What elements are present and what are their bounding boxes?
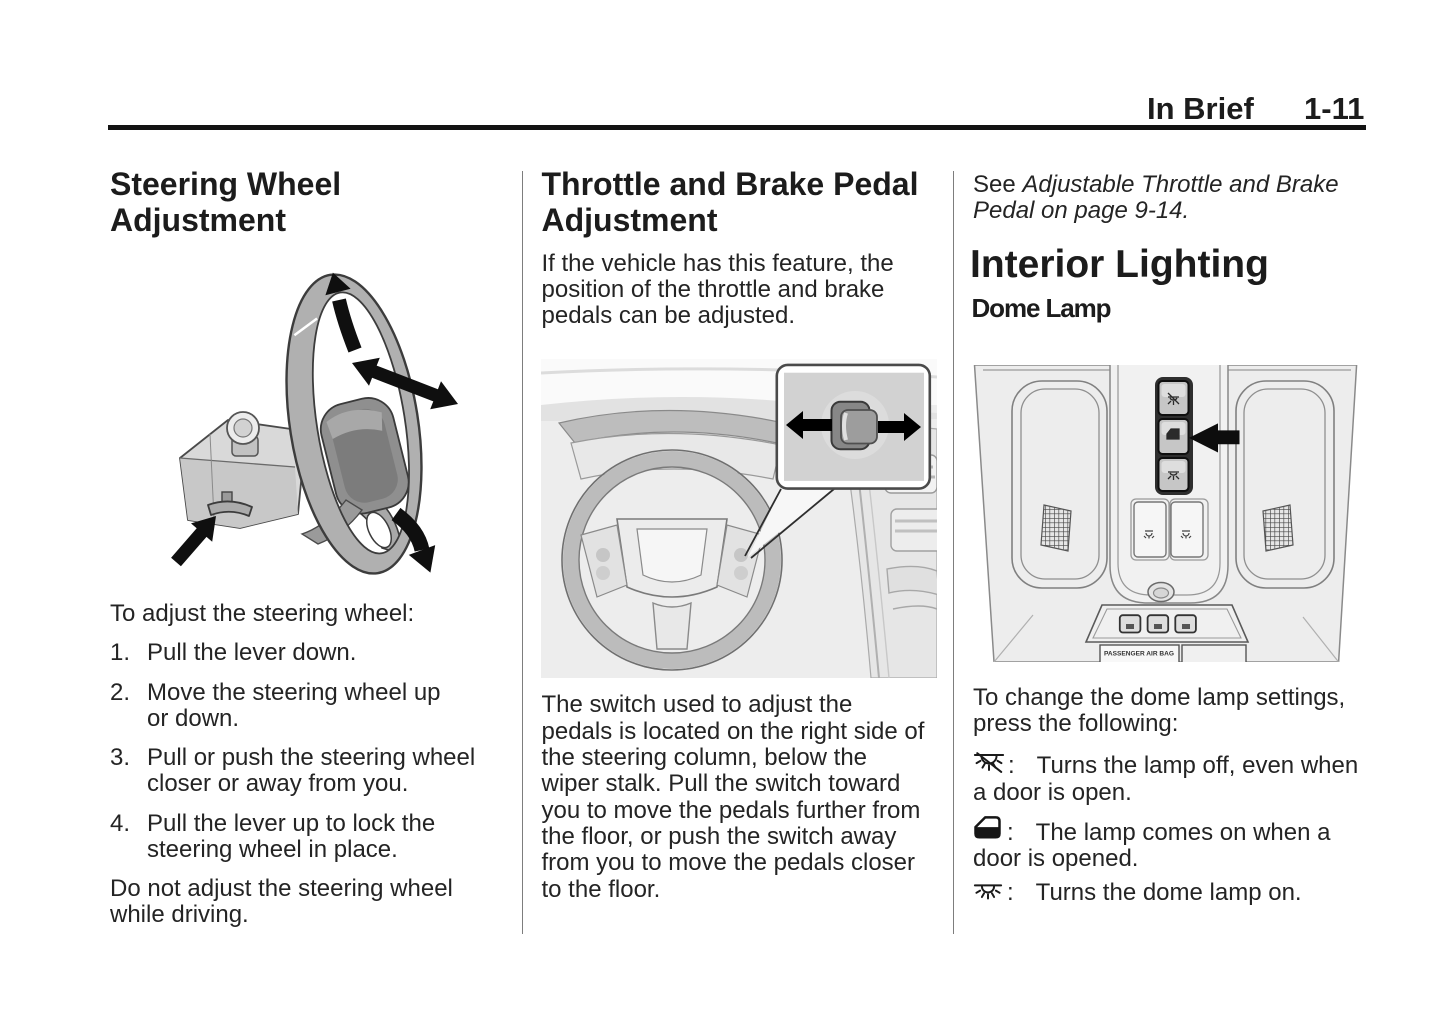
svg-text:PASSENGER AIR BAG: PASSENGER AIR BAG <box>1104 652 1174 658</box>
